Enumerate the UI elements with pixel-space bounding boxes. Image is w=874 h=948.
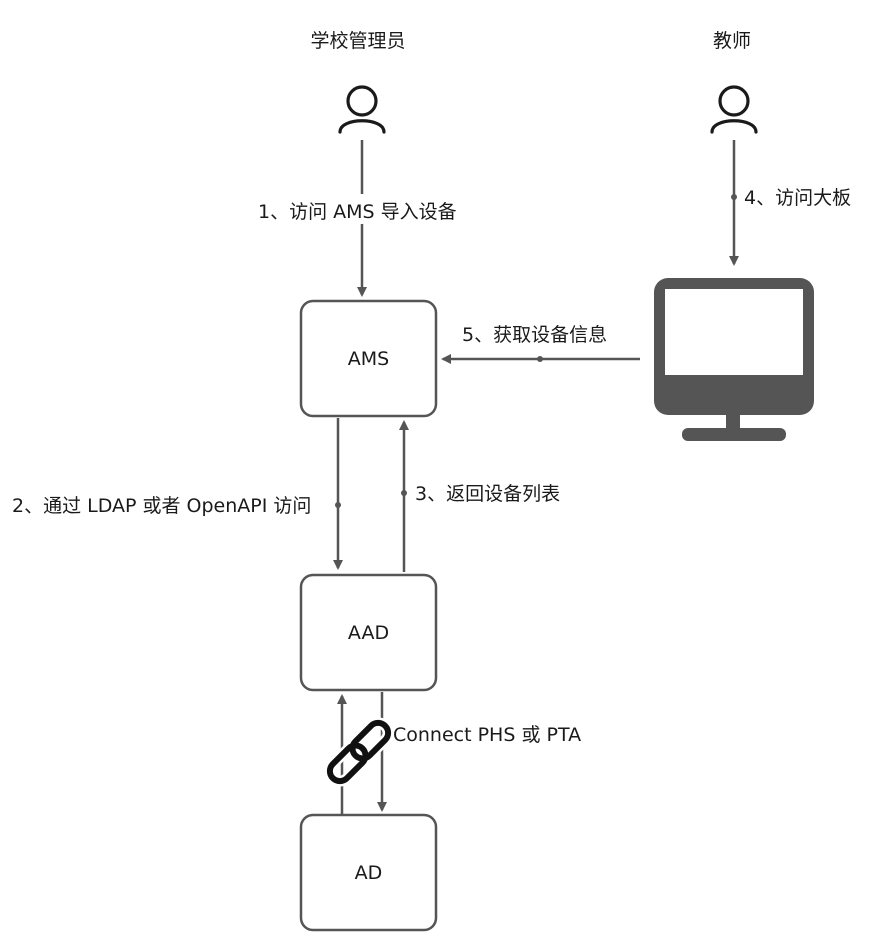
step1-label: 1、访问 AMS 导入设备 [258,201,457,223]
node-ams-label: AMS [348,348,389,370]
step5-label: 5、获取设备信息 [462,324,607,346]
node-aad-label: AAD [348,622,389,644]
admin-label: 学校管理员 [310,30,405,52]
node-ams: AMS [299,299,438,418]
edge-waypoint [401,490,407,496]
teacher-user-icon [710,85,758,134]
node-ad-label: AD [355,862,383,884]
step2-label: 2、通过 LDAP 或者 OpenAPI 访问 [12,495,311,517]
edge-label-bg [250,194,474,224]
link-icon [324,717,394,787]
node-ad: AD [299,813,438,932]
admin-user-icon [338,85,386,134]
sync-label: Connect PHS 或 PTA [393,724,581,746]
step3-label: 3、返回设备列表 [415,483,560,505]
teacher-label: 教师 [713,30,751,52]
node-aad: AAD [299,573,438,692]
edge-waypoint [537,356,543,362]
edge-waypoint [731,194,737,200]
edge-waypoint [335,502,341,508]
step4-label: 4、访问大板 [744,187,851,209]
monitor-icon [654,278,814,441]
